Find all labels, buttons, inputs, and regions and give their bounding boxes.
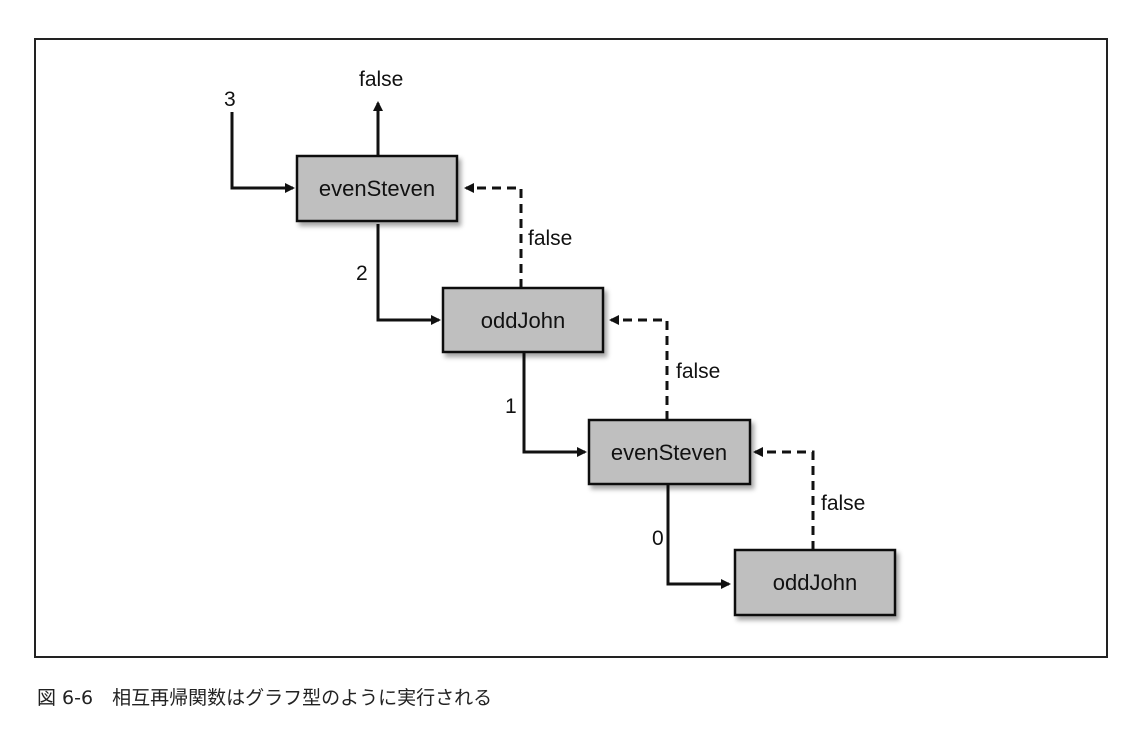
return-label-output: false — [359, 68, 403, 91]
call-arrows — [230, 112, 731, 589]
call-label-3: 0 — [652, 527, 664, 550]
return-arrow-1 — [464, 183, 523, 288]
return-labels: false false false false — [359, 68, 865, 515]
node-evensteven-1: evenSteven — [295, 154, 459, 223]
return-label-3: false — [821, 492, 865, 515]
call-arrow-1 — [376, 224, 441, 325]
node-label: evenSteven — [611, 440, 727, 465]
figure-caption: 図 6-6 相互再帰関数はグラフ型のように実行される — [37, 687, 493, 709]
node-label: oddJohn — [773, 570, 857, 595]
return-label-1: false — [528, 227, 572, 250]
node-label: oddJohn — [481, 308, 565, 333]
node-label: evenSteven — [319, 176, 435, 201]
call-label-input: 3 — [224, 88, 236, 111]
node-oddjohn-1: oddJohn — [441, 286, 605, 354]
call-label-2: 1 — [505, 395, 517, 418]
call-arrow-2 — [522, 352, 587, 457]
return-label-2: false — [676, 360, 720, 383]
call-label-1: 2 — [356, 262, 368, 285]
node-oddjohn-2: oddJohn — [733, 548, 897, 617]
call-labels: 3 2 1 0 — [224, 88, 664, 550]
node-evensteven-2: evenSteven — [587, 418, 752, 486]
call-arrow-3 — [666, 484, 731, 589]
call-arrow-input — [230, 112, 295, 193]
return-arrow-2 — [609, 315, 669, 420]
return-arrows — [373, 101, 815, 550]
return-arrow-3 — [753, 447, 815, 550]
